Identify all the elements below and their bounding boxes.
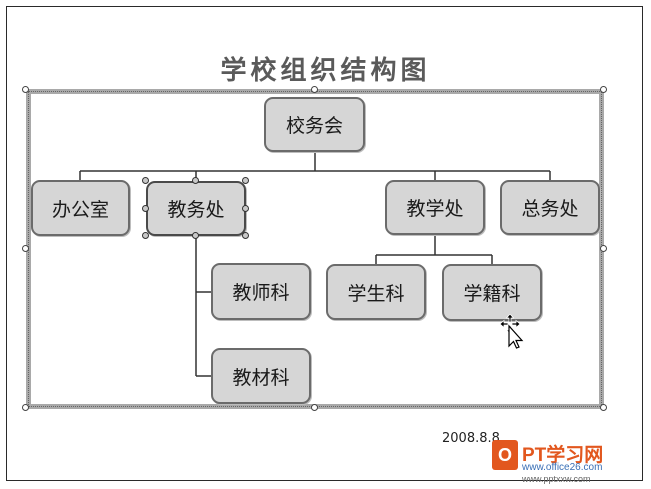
org-node-jiaocaike[interactable]: 教材科 xyxy=(211,348,311,404)
frame-handle-middle-right[interactable] xyxy=(600,245,607,252)
org-node-root[interactable]: 校务会 xyxy=(264,97,365,152)
org-node-jiaoshike[interactable]: 教师科 xyxy=(211,263,311,320)
node-handle-top-left[interactable] xyxy=(142,177,149,184)
node-handle-bottom-right[interactable] xyxy=(242,232,249,239)
org-node-xuejike[interactable]: 学籍科 xyxy=(442,264,542,321)
frame-handle-top-left[interactable] xyxy=(22,86,29,93)
org-node-zongwuchu[interactable]: 总务处 xyxy=(500,180,600,235)
watermark-title: PT学习网 xyxy=(522,445,604,466)
frame-handle-bottom-left[interactable] xyxy=(22,404,29,411)
frame-handle-top-right[interactable] xyxy=(600,86,607,93)
watermark-logo-icon: O xyxy=(492,440,518,470)
org-node-jiaoxuechu[interactable]: 教学处 xyxy=(385,180,485,235)
node-handle-middle-right[interactable] xyxy=(242,205,249,212)
org-node-jiaowuchu[interactable]: 教务处 xyxy=(146,181,246,236)
slide-title[interactable]: 学校组织结构图 xyxy=(220,56,431,86)
frame-handle-top-middle[interactable] xyxy=(311,86,318,93)
slide-canvas xyxy=(6,6,643,481)
slide-date[interactable]: 2008.8.8 xyxy=(442,431,500,446)
site-watermark: O PT学习网 www.office26.com www.pptxxw.com xyxy=(492,438,642,486)
node-handle-bottom-middle[interactable] xyxy=(192,232,199,239)
node-handle-bottom-left[interactable] xyxy=(142,232,149,239)
frame-handle-bottom-middle[interactable] xyxy=(311,404,318,411)
node-handle-top-right[interactable] xyxy=(242,177,249,184)
node-handle-top-middle[interactable] xyxy=(192,177,199,184)
node-handle-middle-left[interactable] xyxy=(142,205,149,212)
watermark-url-secondary: www.pptxxw.com xyxy=(522,474,591,484)
org-node-bangongshi[interactable]: 办公室 xyxy=(31,180,130,236)
move-cursor-icon xyxy=(499,314,524,349)
frame-handle-middle-left[interactable] xyxy=(22,245,29,252)
frame-handle-bottom-right[interactable] xyxy=(600,404,607,411)
org-node-xueshengke[interactable]: 学生科 xyxy=(326,264,426,320)
watermark-url: www.office26.com xyxy=(522,462,603,473)
